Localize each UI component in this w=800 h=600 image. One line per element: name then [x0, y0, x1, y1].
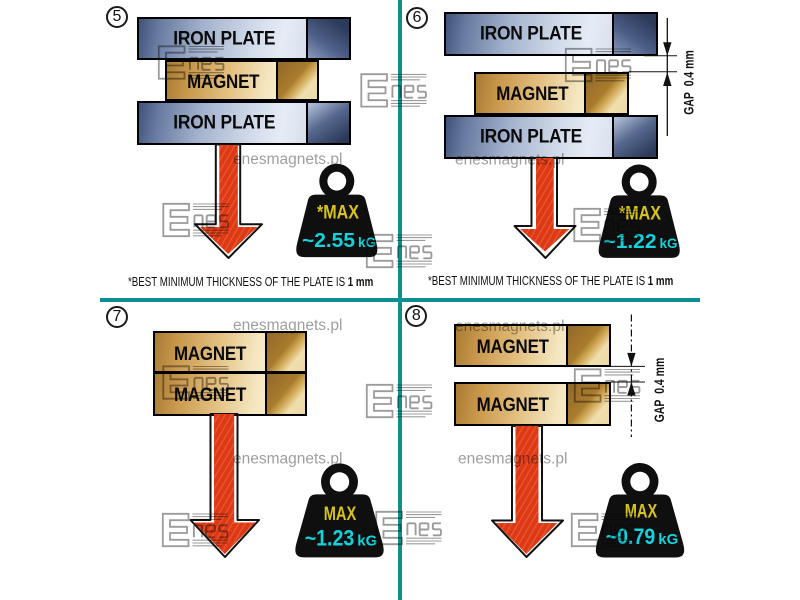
svg-text:GAP 0.4 mm: GAP 0.4 mm	[652, 358, 667, 423]
svg-text:enesmagnets.pl: enesmagnets.pl	[455, 318, 564, 335]
svg-text:enesmagnets.pl: enesmagnets.pl	[233, 151, 342, 168]
svg-text:GAP 0.4 mm: GAP 0.4 mm	[682, 50, 697, 115]
svg-text:enesmagnets.pl: enesmagnets.pl	[233, 317, 342, 334]
svg-text:MAX: MAX	[324, 503, 357, 525]
svg-text:enesmagnets.pl: enesmagnets.pl	[233, 451, 342, 468]
svg-text:*MAX: *MAX	[317, 203, 359, 224]
svg-text:enesmagnets.pl: enesmagnets.pl	[455, 152, 564, 169]
svg-text:enesmagnets.pl: enesmagnets.pl	[458, 451, 567, 468]
